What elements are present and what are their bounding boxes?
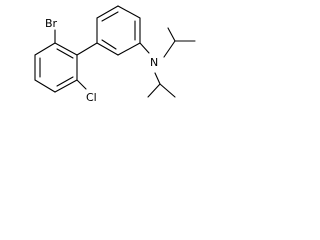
chemical-structure-diagram: Br Cl N: [34, 5, 196, 104]
bond-c8-c9: [96, 5, 119, 19]
bond-c5-c6: [54, 42, 78, 56]
isopropyl-lower: [147, 72, 176, 98]
ch-me-bond-lower-a: [147, 83, 161, 98]
bond-c2-c3: [34, 79, 56, 93]
right-benzene-ring: [96, 5, 141, 56]
n-ch-bond-lower: [154, 72, 161, 85]
ch-me-bond-lower-b: [159, 83, 176, 98]
biaryl-bond: [76, 42, 98, 56]
bond-c3-c4: [54, 79, 78, 93]
double-bond-inner-top: [56, 48, 74, 59]
chlorine-atom-label: Cl: [86, 91, 97, 104]
bond-to-nitrogen: [139, 42, 150, 54]
double-bond-inner-lower-left: [101, 39, 117, 50]
bond-c11-c12: [117, 42, 141, 56]
left-benzene-ring: [34, 42, 78, 93]
bond-c9-c10: [117, 5, 141, 19]
n-ch-bond-upper: [163, 40, 176, 58]
bond-to-chlorine: [76, 79, 87, 90]
nitrogen-atom-label: N: [150, 56, 158, 69]
ch-me-bond-upper-a: [167, 27, 176, 42]
bond-c12-c7: [96, 42, 119, 56]
double-bond-inner-bottom: [56, 76, 74, 87]
bond-c6-c1: [34, 42, 56, 56]
double-bond-inner-upper-left: [101, 11, 119, 22]
isopropyl-upper: [163, 27, 196, 58]
bromine-atom-label: Br: [45, 17, 58, 30]
